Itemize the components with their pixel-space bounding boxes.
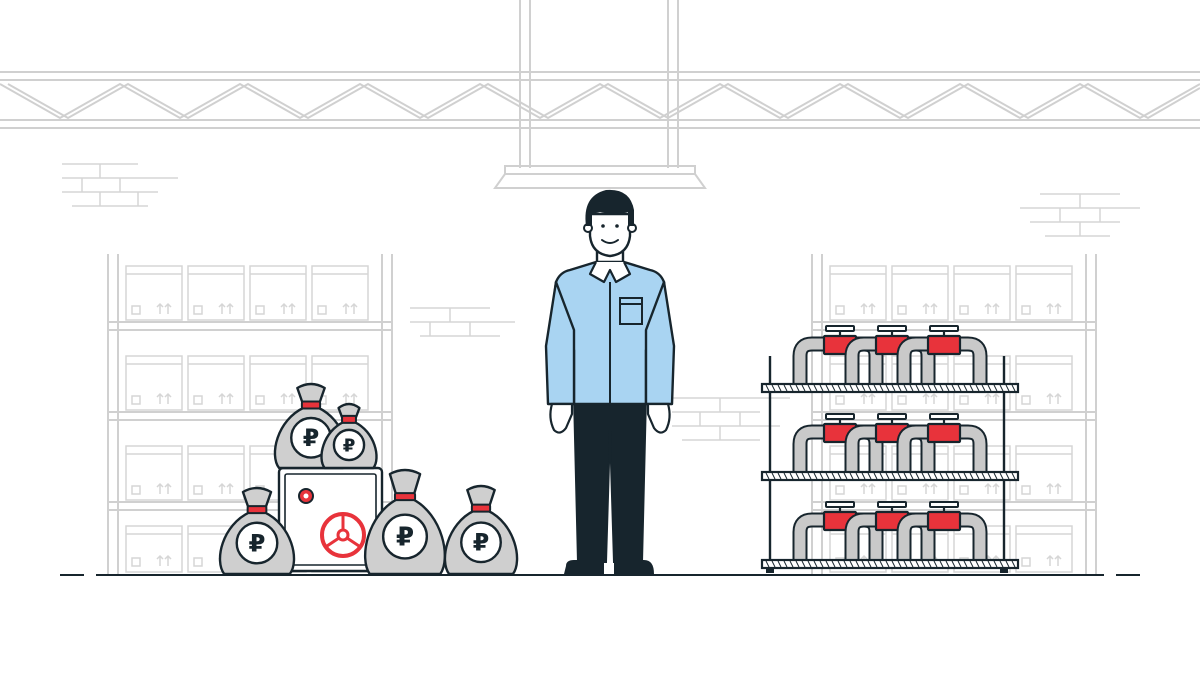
storage-box <box>829 265 887 321</box>
ruble-coin-icon <box>332 428 366 462</box>
rack-shelf <box>760 470 1020 482</box>
hair <box>585 189 634 226</box>
storage-box <box>187 355 245 411</box>
storage-box <box>891 265 949 321</box>
money-bag: ₽ <box>320 402 378 470</box>
ceiling-beams <box>519 0 679 168</box>
money-bag: ₽ <box>443 484 519 576</box>
ruble-coin-icon <box>235 521 279 565</box>
storage-box <box>311 265 369 321</box>
storage-box <box>1015 445 1073 501</box>
red-valve <box>926 334 962 356</box>
rack-shelf <box>760 382 1020 394</box>
pipe-with-valve <box>896 413 988 472</box>
brick-wall-right <box>1020 193 1140 237</box>
storage-box <box>249 355 307 411</box>
safe-dial-wheel-icon <box>320 512 366 558</box>
pipe-with-valve <box>896 501 988 560</box>
ruble-coin-icon <box>381 513 429 560</box>
pipe-row <box>792 325 988 384</box>
storage-box <box>1015 525 1073 573</box>
face <box>588 212 632 258</box>
storage-box <box>1015 355 1073 411</box>
ruble-sign: ₽ <box>303 424 320 452</box>
pipe-row <box>792 413 988 472</box>
pipe-with-valve <box>844 325 936 384</box>
storage-box <box>125 445 183 501</box>
ruble-sign: ₽ <box>343 435 356 456</box>
ruble-coin-icon <box>460 521 502 564</box>
pipe-with-valve <box>844 413 936 472</box>
shirt-collar <box>588 261 632 284</box>
pipe-row <box>792 501 988 560</box>
storage-box <box>125 355 183 411</box>
red-valve <box>926 510 962 532</box>
storage-box <box>187 265 245 321</box>
storage-box <box>953 265 1011 321</box>
storage-box <box>1015 265 1073 321</box>
safe-keyhole-icon <box>298 488 314 504</box>
worker-person <box>544 189 676 574</box>
storage-box <box>249 265 307 321</box>
ceiling-lamp <box>493 165 707 189</box>
pipe-valve-rack <box>760 325 1020 573</box>
background-rack-right <box>811 254 1097 575</box>
brick-wall-left <box>62 163 178 207</box>
storage-box <box>125 525 183 573</box>
storage-box <box>187 445 245 501</box>
brick-wall-center <box>410 307 515 337</box>
ruble-sign: ₽ <box>249 529 266 558</box>
ruble-sign: ₽ <box>396 523 414 553</box>
roof-truss <box>0 71 1200 129</box>
shirt-pocket <box>619 297 643 325</box>
red-valve <box>926 422 962 444</box>
brick-wall-middle-right <box>672 397 790 441</box>
ruble-sign: ₽ <box>473 529 490 557</box>
rack-shelf <box>760 558 1020 570</box>
right-shoe <box>614 560 654 574</box>
money-bags-group: ₽ ₽ ₽ ₽ ₽ <box>218 382 519 576</box>
trousers <box>572 395 648 563</box>
left-shoe <box>564 560 604 574</box>
money-bag: ₽ <box>218 486 296 576</box>
money-bag: ₽ <box>363 468 447 576</box>
left-hand <box>549 402 574 434</box>
pipe-with-valve <box>896 325 988 384</box>
storage-box <box>125 265 183 321</box>
right-hand <box>646 402 671 434</box>
